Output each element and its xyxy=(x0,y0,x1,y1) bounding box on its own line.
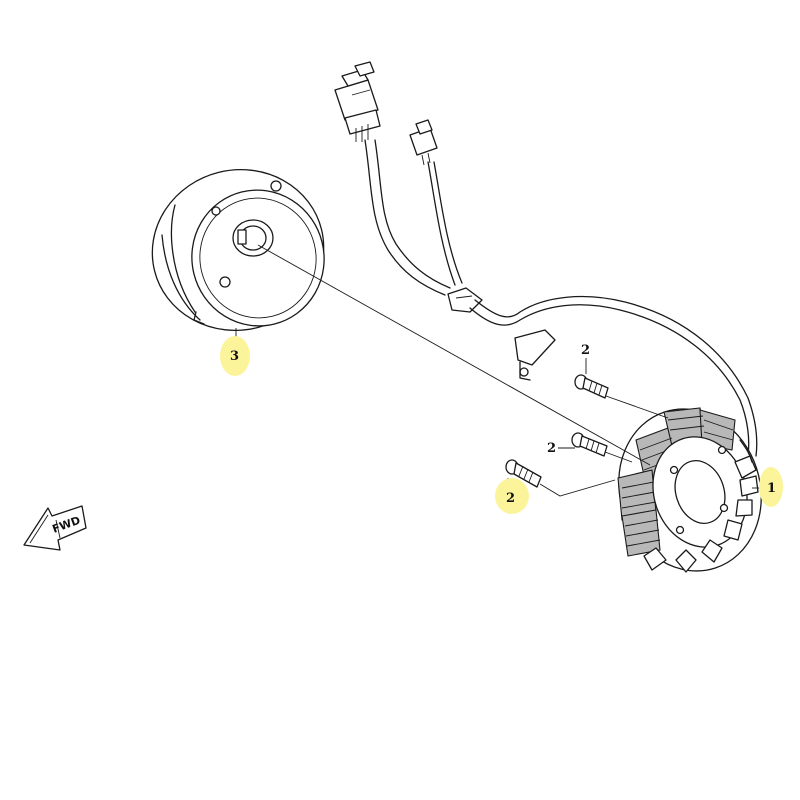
stator-part xyxy=(617,407,762,573)
callout-2-middle-label: 2 xyxy=(547,441,556,456)
callout-1-highlight xyxy=(759,467,783,507)
callout-2-lower-label: 2 xyxy=(506,491,515,506)
callout-3-label: 3 xyxy=(230,349,239,364)
callout-2-upper-label: 2 xyxy=(581,343,590,358)
callout-3-highlight xyxy=(220,336,250,376)
connector-small xyxy=(409,119,438,166)
forward-arrow-icon: FWD xyxy=(23,505,87,551)
connector-large xyxy=(334,61,381,142)
callout-3: 3 xyxy=(220,336,250,376)
flywheel-part xyxy=(151,168,325,332)
callout-1-label: 1 xyxy=(767,481,776,496)
leader-lines xyxy=(235,244,764,497)
callout-1: 1 xyxy=(759,467,783,507)
wiring-harness xyxy=(364,139,758,457)
bolt-upper xyxy=(574,374,609,399)
callout-2-lower: 2 xyxy=(495,478,529,514)
callout-2-lower-highlight xyxy=(495,478,529,514)
bolt-middle xyxy=(571,432,608,457)
bolt-lower xyxy=(505,459,542,488)
callout-2-middle: 2 xyxy=(547,441,556,456)
callout-2-upper: 2 xyxy=(581,343,590,358)
